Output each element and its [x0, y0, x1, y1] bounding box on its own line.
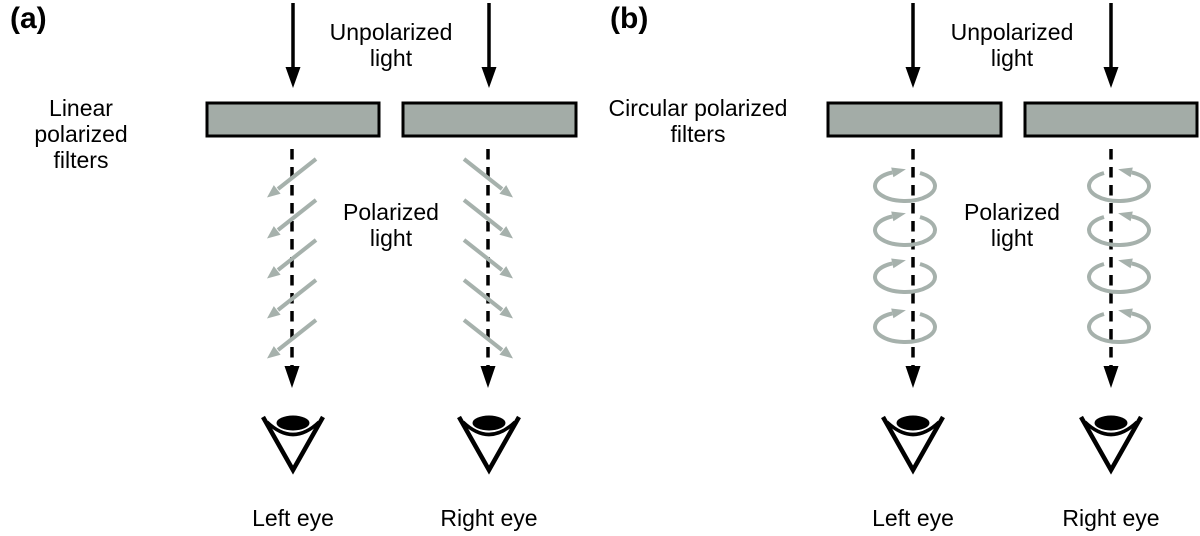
panel-a-tag: (a) — [10, 2, 47, 35]
linear-filter-bar-right — [401, 101, 578, 138]
beam-axis-dashed-arrow — [1101, 147, 1121, 390]
panel-b-tag: (b) — [610, 2, 649, 35]
unpolarized-light-arrow — [1101, 1, 1121, 90]
eye-icon — [263, 416, 323, 471]
left-eye-label: Left eye — [872, 505, 954, 531]
linear-filter-bar-left — [205, 101, 381, 138]
circular-rotation-loop-arrow — [1087, 306, 1152, 344]
beam-axis-dashed-arrow — [282, 147, 302, 390]
circular-filter-bar-right — [1023, 101, 1199, 138]
circular-rotation-loop-arrow — [872, 209, 937, 247]
circular-rotation-loop-arrow — [1087, 209, 1152, 247]
right-eye-label: Right eye — [1062, 505, 1160, 531]
eye-icon — [1081, 416, 1141, 471]
beam-axis-dashed-arrow — [903, 147, 923, 390]
linear-filter-label: Linear polarized filters — [34, 95, 128, 173]
circular-rotation-loop-arrow — [1087, 256, 1152, 294]
circular-filter-label: Circular polarized filters — [608, 95, 788, 147]
right-eye-label: Right eye — [440, 505, 538, 531]
unpolarized-light-arrow — [903, 1, 923, 90]
eye-icon — [459, 416, 519, 471]
circular-rotation-loop-arrow — [872, 306, 937, 344]
panel-a-graphics — [205, 1, 578, 471]
circular-rotation-loop-arrow — [872, 256, 937, 294]
unpolarized-light-label: Unpolarized light — [329, 19, 453, 71]
unpolarized-light-label: Unpolarized light — [950, 19, 1074, 71]
beam-axis-dashed-arrow — [478, 147, 498, 390]
polarized-light-label: Polarized light — [964, 199, 1060, 251]
panel-b-graphics — [826, 1, 1199, 471]
circular-rotation-loop-arrow — [872, 165, 937, 203]
circular-filter-bar-left — [826, 101, 1003, 138]
left-eye-label: Left eye — [252, 505, 334, 531]
unpolarized-light-arrow — [283, 1, 303, 90]
eye-icon — [883, 416, 943, 471]
polarized-light-label: Polarized light — [343, 199, 439, 251]
circular-rotation-loop-arrow — [1087, 165, 1152, 203]
unpolarized-light-arrow — [479, 1, 499, 90]
